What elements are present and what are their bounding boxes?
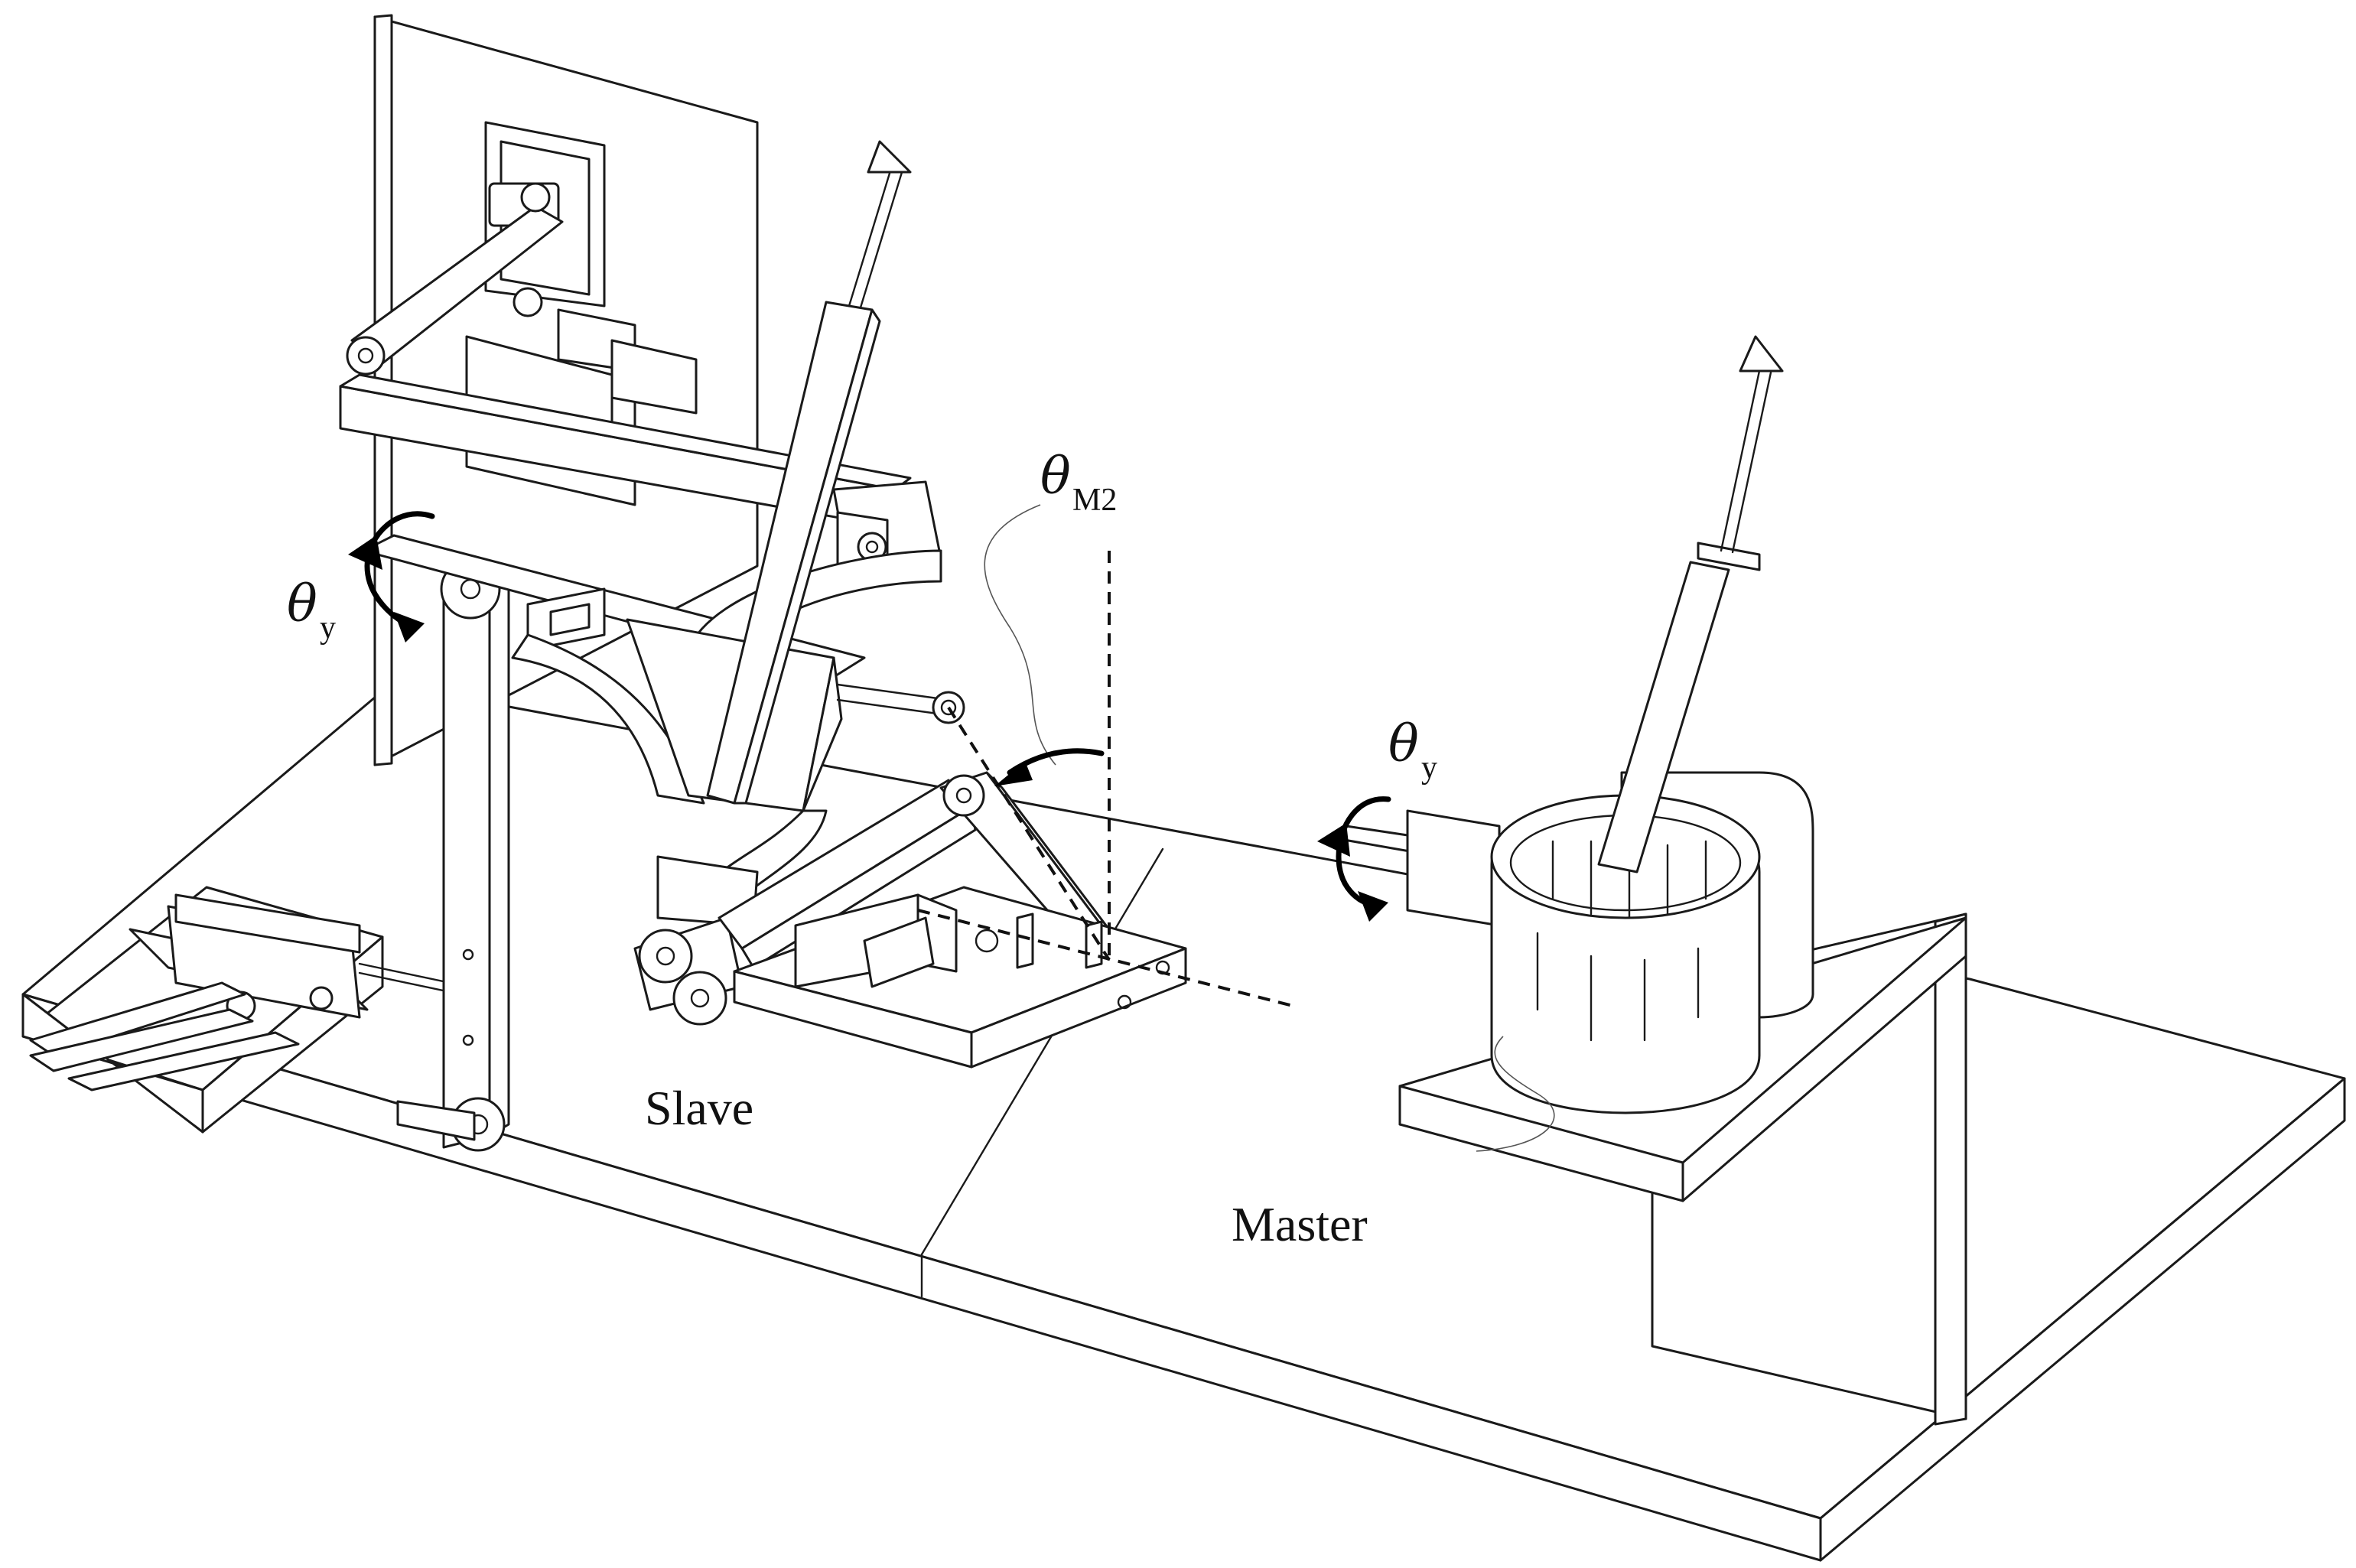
top-horizontal-arm — [339, 182, 942, 583]
theta-m2-symbol: θ — [1040, 447, 1071, 506]
theta-y-slave-symbol: θ — [287, 574, 317, 633]
theta-m2-label: θ M2 — [1040, 447, 1117, 518]
theta-m2-subscript: M2 — [1072, 483, 1117, 518]
slave-bottom-servo-base — [21, 886, 509, 1134]
theta-y-master-label: θ y — [1388, 714, 1437, 786]
theta-y-slave-subscript: y — [320, 610, 336, 646]
base-platform — [21, 683, 2346, 1562]
master-label: Master — [1232, 1197, 1368, 1251]
theta-m2-reference-lines — [917, 504, 1294, 1007]
master-label-leader — [1476, 1036, 1555, 1152]
master-yaw-rotation-arrow — [1336, 796, 1391, 922]
theta-y-slave-label: θ y — [287, 574, 336, 646]
master-probe-shaft — [1597, 335, 1784, 873]
slave-upright-link — [396, 558, 510, 1152]
theta-m2-rotation-arrow — [994, 748, 1105, 786]
slave-label: Slave — [645, 1081, 753, 1135]
theta-y-master-symbol: θ — [1388, 714, 1419, 773]
theta-y-master-subscript: y — [1421, 750, 1437, 786]
slave-probe-shaft — [706, 140, 912, 805]
slave-yaw-rotation-arrow — [364, 511, 435, 642]
slave-base-servo — [733, 886, 1187, 1069]
